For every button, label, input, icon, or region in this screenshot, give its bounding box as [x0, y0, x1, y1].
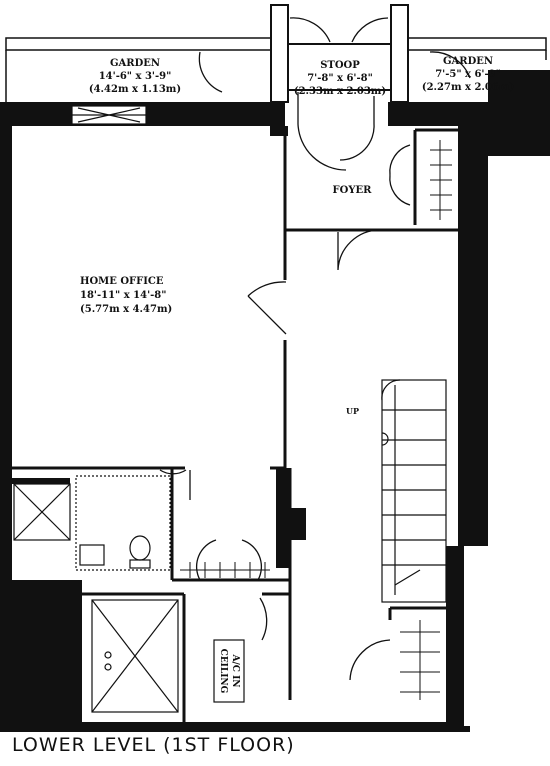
- closet-rails: [180, 140, 452, 700]
- garden-right-name: GARDEN: [443, 56, 493, 67]
- garden-left-name: GARDEN: [110, 58, 160, 69]
- foyer-name: FOYER: [333, 185, 373, 196]
- stoop-name: STOOP: [320, 60, 360, 71]
- home-office-dim-imperial: 18'-11" x 14'-8": [80, 290, 166, 301]
- doors: [159, 17, 471, 681]
- stoop-posts: [270, 4, 409, 103]
- floor-title: LOWER LEVEL (1ST FLOOR): [12, 734, 295, 756]
- garden-right-dim-imperial: 7'-5" x 6'-9": [435, 69, 501, 80]
- ac-label-line2: CEILING: [218, 649, 228, 694]
- home-office-dim-metric: (5.77m x 4.47m): [80, 304, 172, 315]
- staircase: [381, 379, 447, 603]
- ac-unit: [213, 639, 245, 703]
- stoop-dim-metric: (2.33m x 2.03m): [294, 86, 386, 97]
- garden-right-dim-metric: (2.27m x 2.06m): [422, 82, 514, 93]
- pilasters: [12, 468, 306, 568]
- ac-label-line1: A/C IN: [230, 653, 240, 687]
- bathroom-fixtures: [13, 475, 179, 713]
- home-office-name: HOME OFFICE: [80, 276, 164, 287]
- room-labels: GARDEN 14'-6" x 3'-9" (4.42m x 1.13m) ST…: [80, 56, 514, 693]
- garden-left-dim-metric: (4.42m x 1.13m): [89, 84, 181, 95]
- garden-left-dim-imperial: 14'-6" x 3'-9": [99, 71, 172, 82]
- garden-window: [71, 105, 147, 125]
- stair-up-label: UP: [346, 406, 359, 416]
- exterior-walls: [0, 70, 550, 732]
- stoop-dim-imperial: 7'-8" x 6'-8": [307, 73, 373, 84]
